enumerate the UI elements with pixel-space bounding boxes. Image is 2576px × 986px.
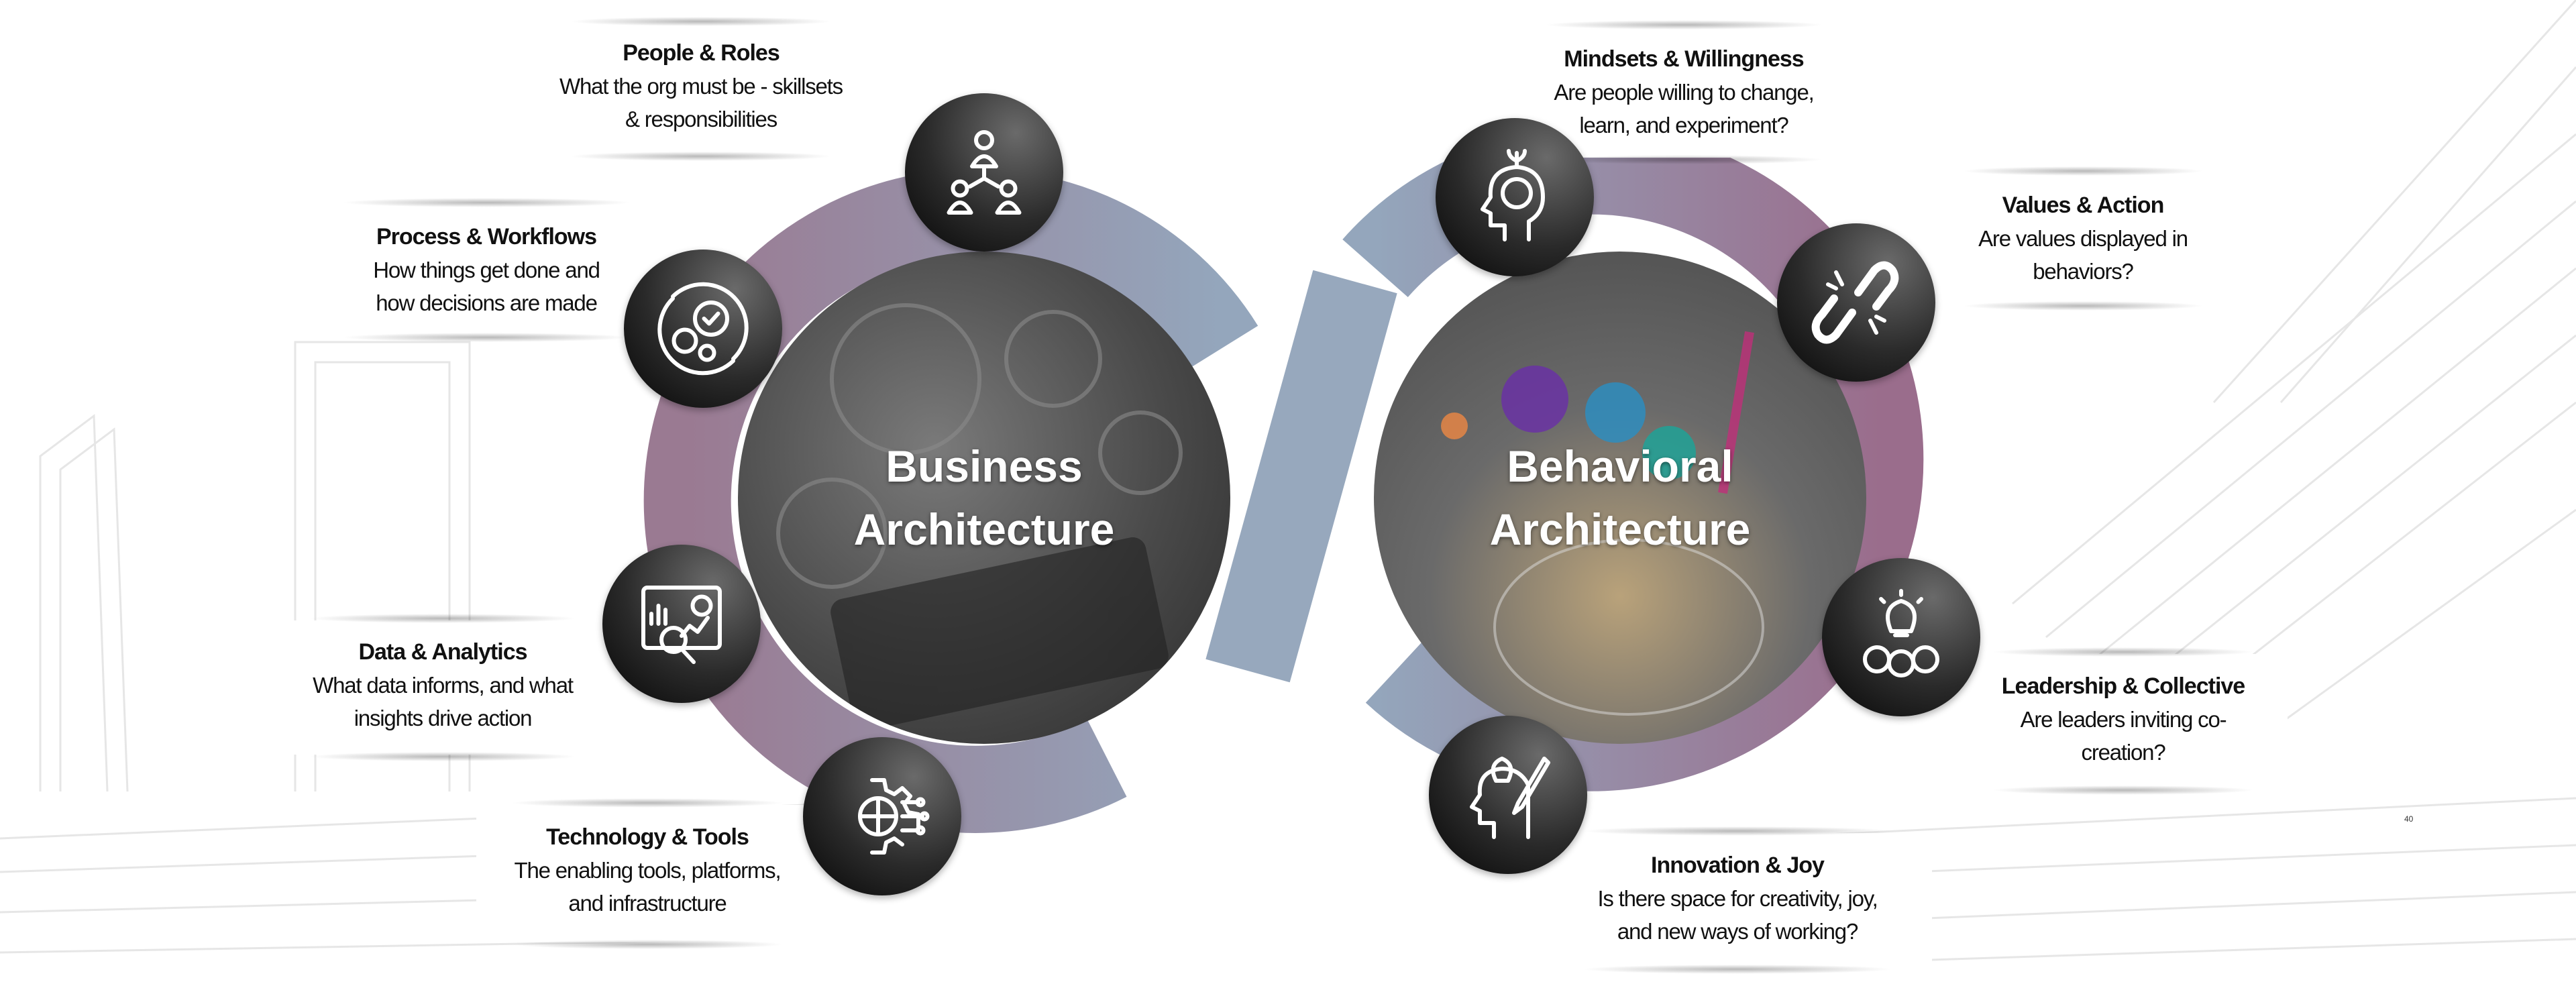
label-desc-line1: Are leaders inviting co- bbox=[2020, 707, 2227, 732]
label-values-action: Values & Action Are values displayed in … bbox=[1932, 166, 2234, 311]
label-desc-line2: and new ways of working? bbox=[1617, 919, 1858, 944]
business-title-line2: Architecture bbox=[853, 504, 1115, 554]
label-desc-line1: Are people willing to change, bbox=[1554, 80, 1814, 105]
label-title: Mindsets & Willingness bbox=[1564, 46, 1804, 72]
label-desc-line1: Are values displayed in bbox=[1978, 226, 2188, 251]
label-desc-line2: behaviors? bbox=[2033, 259, 2134, 284]
label-desc-line1: What data informs, and what bbox=[313, 673, 574, 698]
gears-cycle-icon bbox=[624, 250, 782, 408]
label-innovation-joy: Innovation & Joy Is there space for crea… bbox=[1543, 826, 1932, 974]
people-hierarchy-icon bbox=[905, 93, 1063, 252]
label-people-roles: People & Roles What the org must be - sk… bbox=[537, 17, 865, 161]
growth-mindset-head-icon bbox=[1436, 118, 1594, 276]
label-desc-line2: & responsibilities bbox=[625, 107, 777, 131]
label-leadership-collective: Leadership & Collective Are leaders invi… bbox=[1959, 647, 2288, 795]
label-title: Values & Action bbox=[2002, 193, 2165, 218]
behavioral-title-line1: Behavioral bbox=[1507, 441, 1733, 491]
label-desc-line1: Is there space for creativity, joy, bbox=[1597, 886, 1878, 911]
label-desc-line2: creation? bbox=[2081, 740, 2166, 765]
label-desc-line2: learn, and experiment? bbox=[1579, 113, 1788, 138]
tech-gear-globe-icon bbox=[803, 737, 961, 895]
label-mindsets-willingness: Mindsets & Willingness Are people willin… bbox=[1509, 20, 1858, 164]
label-title: Process & Workflows bbox=[376, 224, 597, 250]
connector-band bbox=[1205, 270, 1397, 683]
label-desc-line2: and infrastructure bbox=[568, 891, 727, 916]
label-title: Data & Analytics bbox=[358, 639, 527, 665]
label-title: People & Roles bbox=[623, 40, 780, 66]
creative-head-icon bbox=[1429, 716, 1587, 874]
label-data-analytics: Data & Analytics What data informs, and … bbox=[275, 614, 610, 761]
page-number: 40 bbox=[2404, 814, 2414, 824]
gears-photo-icon bbox=[776, 303, 1183, 730]
label-desc-line1: What the org must be - skillsets bbox=[559, 74, 843, 99]
label-desc-line2: how decisions are made bbox=[376, 290, 598, 315]
broken-chain-icon bbox=[1777, 223, 1935, 382]
label-process-workflows: Process & Workflows How things get done … bbox=[305, 198, 667, 342]
label-title: Technology & Tools bbox=[546, 824, 749, 850]
label-title: Leadership & Collective bbox=[2001, 673, 2245, 699]
label-technology-tools: Technology & Tools The enabling tools, p… bbox=[476, 798, 818, 949]
business-title-line1: Business bbox=[885, 441, 1083, 491]
label-desc-line1: How things get done and bbox=[373, 258, 600, 282]
label-desc-line2: insights drive action bbox=[354, 706, 533, 730]
label-title: Innovation & Joy bbox=[1651, 853, 1825, 878]
brain-splash-photo-icon bbox=[1441, 331, 1764, 716]
behavioral-title-line2: Architecture bbox=[1489, 504, 1751, 554]
analytics-dashboard-icon bbox=[602, 545, 761, 703]
idea-team-icon bbox=[1822, 558, 1980, 716]
business-architecture-circle: Business Architecture bbox=[738, 252, 1230, 744]
label-desc-line1: The enabling tools, platforms, bbox=[514, 858, 782, 883]
